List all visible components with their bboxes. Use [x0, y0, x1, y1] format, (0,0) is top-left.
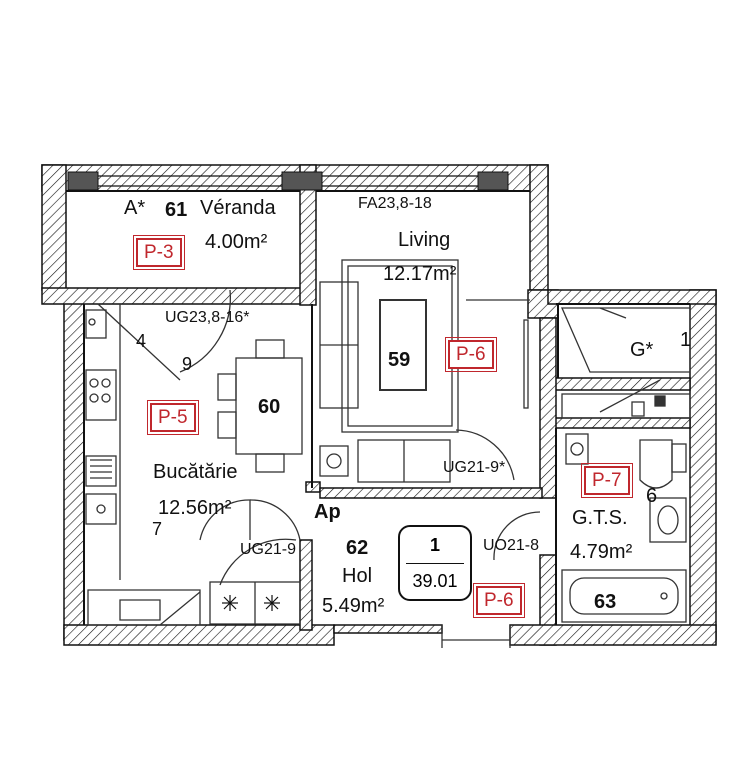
living-number: 59 — [388, 349, 411, 371]
door-living-code: UG21-9* — [443, 459, 506, 476]
apartment-number: 1 — [429, 535, 440, 555]
door-hall-code: UG21-9 — [240, 541, 297, 558]
marker-4: 4 — [136, 331, 147, 351]
apartment-label: Ap — [314, 501, 341, 523]
wall-outlines — [66, 190, 690, 625]
bathroom-area: 4.79m² — [570, 541, 633, 563]
kitchen-name: Bucătărie — [153, 461, 238, 483]
marker-a: A* — [124, 197, 146, 219]
walls — [41, 164, 717, 646]
bathroom-tag: P-7 — [581, 463, 633, 498]
marker-g: G* — [630, 339, 654, 361]
living-furniture — [319, 259, 530, 483]
living-area: 12.17m² — [383, 263, 457, 285]
window-blocks — [67, 171, 509, 191]
apartment-divider — [406, 563, 464, 564]
living-name: Living — [398, 229, 451, 251]
asterisk-symbols — [222, 595, 280, 611]
marker-6: 6 — [646, 485, 658, 507]
hall-tag: P-6 — [473, 583, 525, 618]
cabinets — [87, 538, 301, 626]
hall-area: 5.49m² — [322, 595, 385, 617]
hall-number: 62 — [346, 537, 369, 559]
marker-9: 9 — [182, 354, 193, 374]
kitchen-furniture — [85, 289, 303, 580]
door-kitchen-code: UG23,8-16* — [165, 309, 250, 326]
veranda-tag: P-3 — [133, 235, 185, 270]
apartment-area: 39.01 — [412, 571, 458, 591]
hall-name: Hol — [342, 565, 373, 587]
apartment-badge: 1 39.01 — [398, 525, 472, 601]
bathroom-fixtures — [561, 433, 687, 623]
veranda-area: 4.00m² — [205, 231, 268, 253]
kitchen-tag: P-5 — [147, 400, 199, 435]
bathroom-name: G.T.S. — [572, 507, 628, 529]
marker-7: 7 — [152, 519, 163, 539]
kitchen-number: 60 — [258, 396, 281, 418]
door-bath-code: UO21-8 — [483, 537, 540, 554]
kitchen-area: 12.56m² — [158, 497, 232, 519]
hall-doors — [441, 511, 541, 648]
storage-room — [561, 307, 691, 419]
veranda-number: 61 — [165, 199, 188, 221]
bathroom-number: 63 — [594, 591, 617, 613]
facade-code: FA23,8-18 — [358, 195, 432, 212]
living-tag: P-6 — [445, 337, 497, 372]
windows — [98, 175, 478, 187]
veranda-name: Véranda — [200, 197, 276, 219]
marker-1: 1 — [680, 329, 692, 351]
